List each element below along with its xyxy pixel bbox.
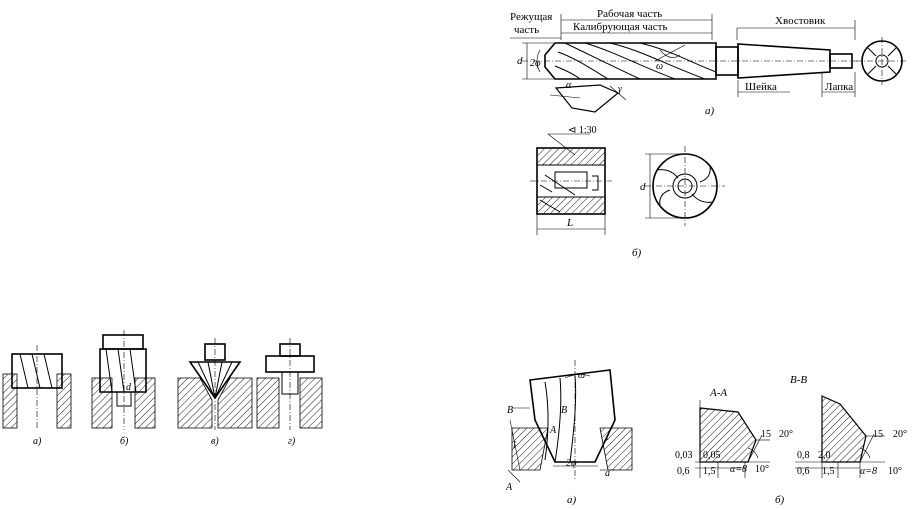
aa-dim-06: 0,6 [677,466,690,477]
alpha-label: α [566,80,572,91]
two-phi-label: 2φ [530,58,541,69]
aa-dim-003: 0,03 [675,450,693,461]
bb-dim-15: 1,5 [822,466,835,477]
bb-dim-06: 0,6 [797,466,810,477]
section-mark-A-top: A [549,425,557,436]
reamer-drawing-a [510,14,908,113]
aa-alpha: α=8 [730,464,747,475]
bb-angle-15: 15 [873,429,883,440]
t-label: t [606,432,609,443]
section-mark-A-bottom: A [505,482,513,493]
section-aa-title: А-А [709,387,727,399]
bb-dim-08: 0,8 [797,450,810,461]
calibrating-part-label: Калибрующая часть [573,21,668,33]
countersink-series [2,330,323,430]
section-aa-drawing [695,400,770,478]
length-label: L [566,217,573,229]
omega-label-bottom: ω [578,370,585,381]
shank-label: Хвостовик [775,15,826,27]
section-bb-title: В-В [790,374,807,386]
l-label: l [513,440,516,451]
bb-alpha: α=8 [860,466,877,477]
caption-a-top: а) [705,105,715,117]
series-d-label: d [126,382,132,393]
aa-angle-20: 20° [779,429,793,440]
aa-dim-005: 0,05 [703,450,721,461]
diameter-label: d [517,55,523,67]
caption-series-a: а) [33,436,42,447]
aa-angle-15: 15 [761,429,771,440]
tang-label: Лапка [825,81,853,93]
caption-series-b: б) [120,436,129,447]
caption-b-bottom: б) [775,494,785,506]
bb-angle-20: 20° [893,429,907,440]
caption-series-g: г) [288,436,296,447]
section-bb-drawing [795,395,885,478]
aa-dim-15: 1,5 [703,466,716,477]
caption-series-v: в) [211,436,219,447]
neck-label: Шейка [745,81,777,93]
aa-angle-10: 10° [755,464,769,475]
section-mark-B-left: B [507,405,513,416]
bb-dim-20: 2,0 [818,450,831,461]
caption-b-middle: б) [632,247,642,259]
diameter-label-b: d [640,181,646,193]
working-part-label: Рабочая часть [597,8,662,20]
taper-label: ⊲ 1:30 [568,125,597,136]
two-phi-label-bottom: 2φ [566,458,577,469]
gamma-label: γ [618,84,623,95]
reamer-drawing-b [530,133,725,235]
omega-label: ω [656,61,663,72]
section-mark-B-right: B [561,405,567,416]
a-label: a [605,468,610,479]
cutting-part-label-2: часть [514,24,539,36]
bb-angle-10: 10° [888,466,902,477]
caption-a-bottom: а) [567,494,577,506]
countersink-in-part [507,360,633,483]
cutting-part-label-1: Режущая [510,11,552,23]
